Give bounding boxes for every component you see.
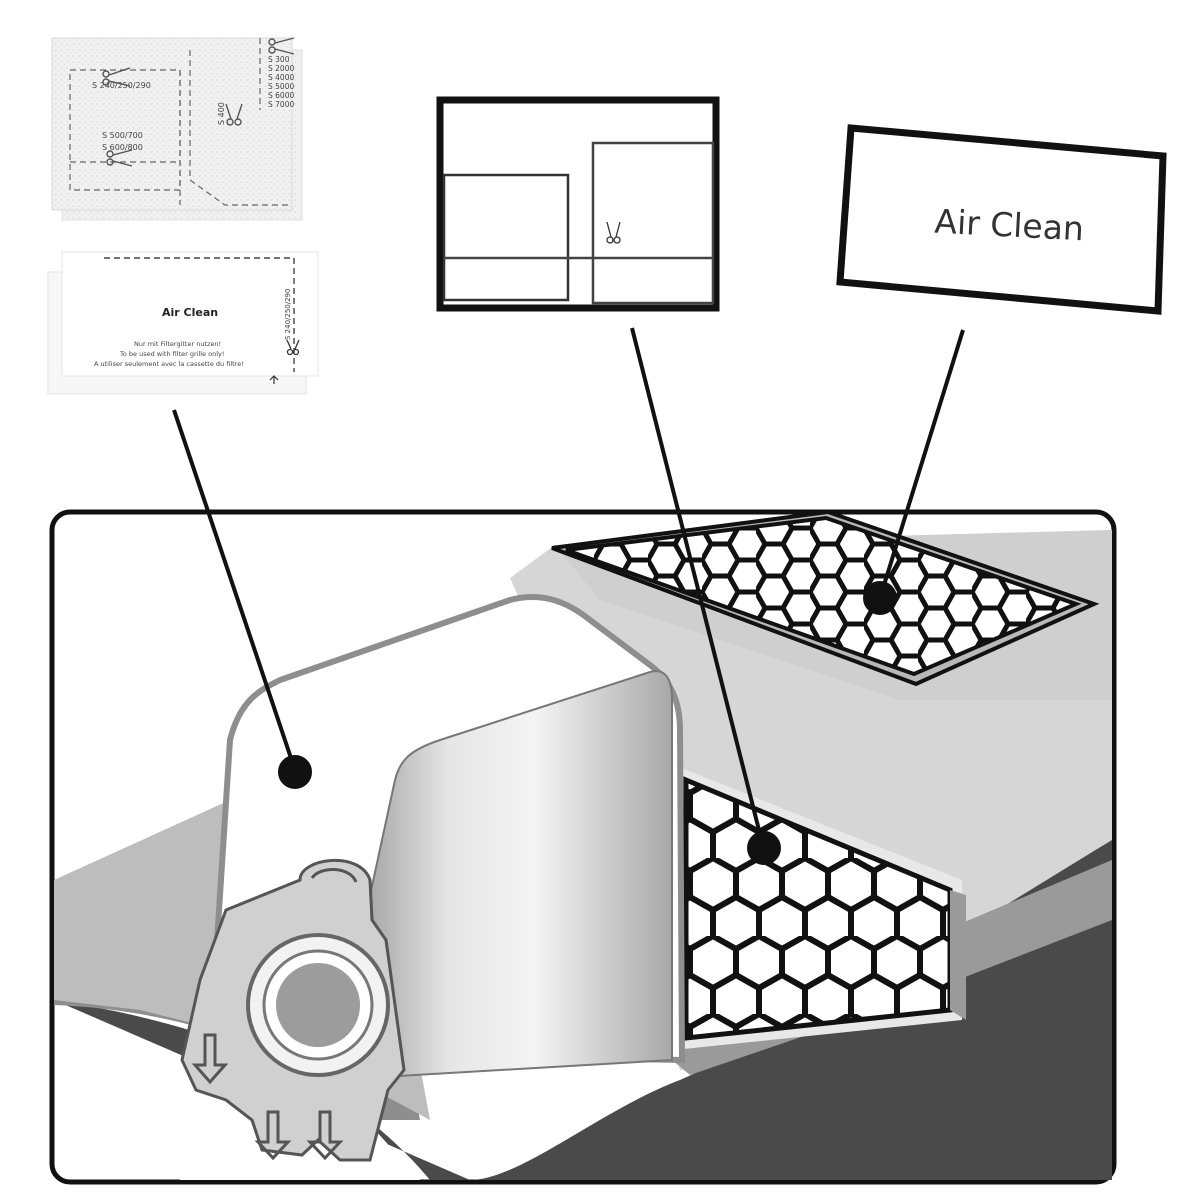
bag-marker-dot (278, 755, 312, 789)
air-clean-pack-line3: A utiliser seulement avec la cassette du… (94, 360, 244, 368)
scissors-icon (286, 339, 300, 356)
arrow-up-icon (269, 375, 279, 384)
pack-top-codes-right: S 300 S 2000 S 4000 S 5000 S 6000 S 7000 (268, 55, 294, 109)
scissors-icon (606, 221, 621, 244)
pack-top-code-r4: S 6000 (268, 91, 294, 100)
pack-top-code-b1: S 500/700 (102, 131, 143, 140)
air-clean-callout: Air Clean (836, 124, 1167, 315)
air-clean-marker-dot (863, 581, 897, 615)
pack-top-code-r2: S 4000 (268, 73, 294, 82)
pack-top-code-a: S 240/250/290 (92, 81, 151, 90)
motor-filter-marker-dot (747, 831, 781, 865)
air-clean-callout-label: Air Clean (934, 202, 1085, 249)
air-clean-pack-title: Air Clean (162, 306, 218, 319)
pack-top-code-r0: S 300 (268, 55, 290, 64)
air-clean-pack-line2: To be used with filter grille only! (119, 350, 224, 358)
bag-collar (180, 858, 406, 1162)
air-clean-pack: Air Clean Nur mit Filtergitter nutzen! T… (47, 251, 319, 395)
pre-filter-pack: S 240/250/290 S 500/700 S 600/800 S 400 … (51, 37, 303, 221)
motor-filter-callout (436, 96, 720, 312)
pack-top-code-vertical: S 400 (217, 102, 226, 125)
pack-top-code-b2: S 600/800 (102, 143, 143, 152)
vacuum-interior (49, 509, 1117, 1185)
pack-top-code-r5: S 7000 (268, 100, 294, 109)
air-clean-pack-code-vertical: S 240/250/290 (284, 289, 292, 340)
air-clean-pack-line1: Nur mit Filtergitter nutzen! (134, 340, 221, 348)
scissors-icon (102, 37, 295, 167)
pack-top-code-r3: S 5000 (268, 82, 294, 91)
leader-lines (172, 327, 965, 865)
dust-bag (180, 594, 686, 1180)
pack-top-code-r1: S 2000 (268, 64, 294, 73)
arrow-down-icon (191, 1033, 344, 1161)
